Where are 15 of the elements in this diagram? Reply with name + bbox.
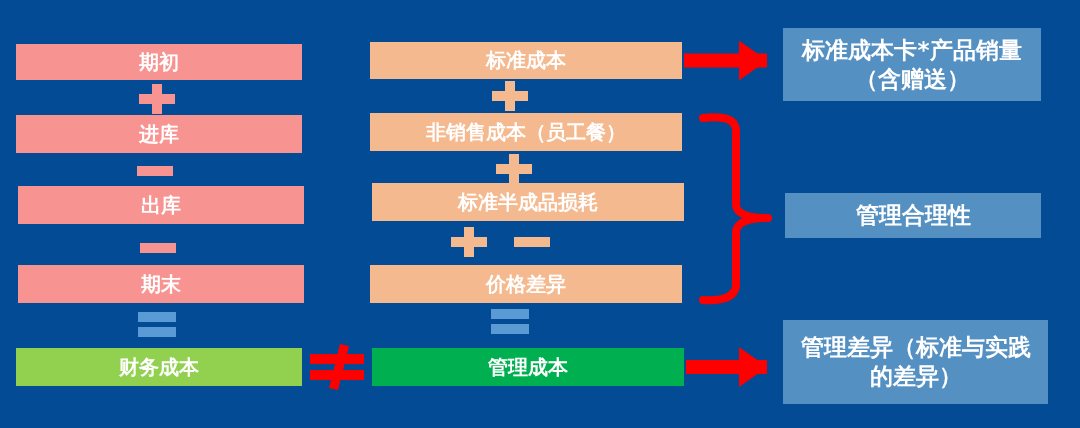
arrow [686,347,767,387]
text-box: 期初 [16,44,302,80]
text-box: 管理成本 [372,348,684,386]
text-box: 进库 [16,115,302,153]
arrow [684,40,767,81]
text-box: 出库 [18,186,304,224]
text-box: 财务成本 [16,348,302,386]
text-box: 价格差异 [370,265,682,303]
text-box: 期末 [18,265,304,303]
text-box: 标准半成品损耗 [372,183,684,221]
text-box: 标准成本卡*产品销量（含赠送） [783,28,1041,101]
text-box: 管理差异（标准与实践的差异） [783,320,1048,404]
text-box: 标准成本 [370,42,682,79]
text-box: 管理合理性 [785,193,1041,238]
text-box: 非销售成本（员工餐） [370,113,682,151]
